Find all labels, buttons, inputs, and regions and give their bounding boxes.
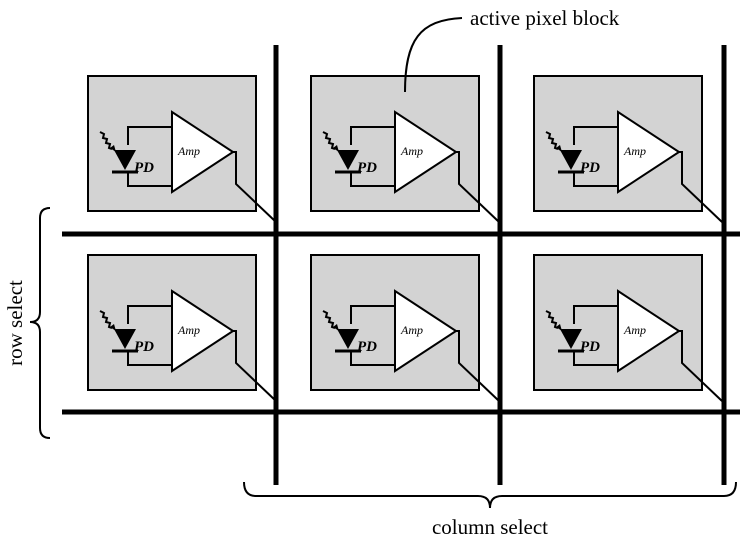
column-select-brace	[243, 481, 737, 509]
amp-label: Amp	[177, 323, 200, 337]
pd-label: PD	[134, 160, 154, 176]
pd-label: PD	[580, 160, 600, 176]
row-select-label: row select	[3, 280, 27, 366]
active-pixel-block-label: active pixel block	[470, 6, 620, 30]
column-select-label: column select	[432, 515, 548, 539]
pixel-labels: Amp PD Amp PD Amp PD Amp PD Amp PD Amp P…	[134, 144, 646, 355]
pixel-grid	[86, 74, 724, 403]
callout-line	[404, 17, 463, 93]
row-select-brace	[29, 207, 51, 439]
amp-label: Amp	[623, 323, 646, 337]
amp-label: Amp	[177, 144, 200, 158]
pd-label: PD	[134, 339, 154, 355]
amp-label: Amp	[400, 144, 423, 158]
pd-label: PD	[357, 160, 377, 176]
amp-label: Amp	[623, 144, 646, 158]
pd-label: PD	[580, 339, 600, 355]
pd-label: PD	[357, 339, 377, 355]
amp-label: Amp	[400, 323, 423, 337]
